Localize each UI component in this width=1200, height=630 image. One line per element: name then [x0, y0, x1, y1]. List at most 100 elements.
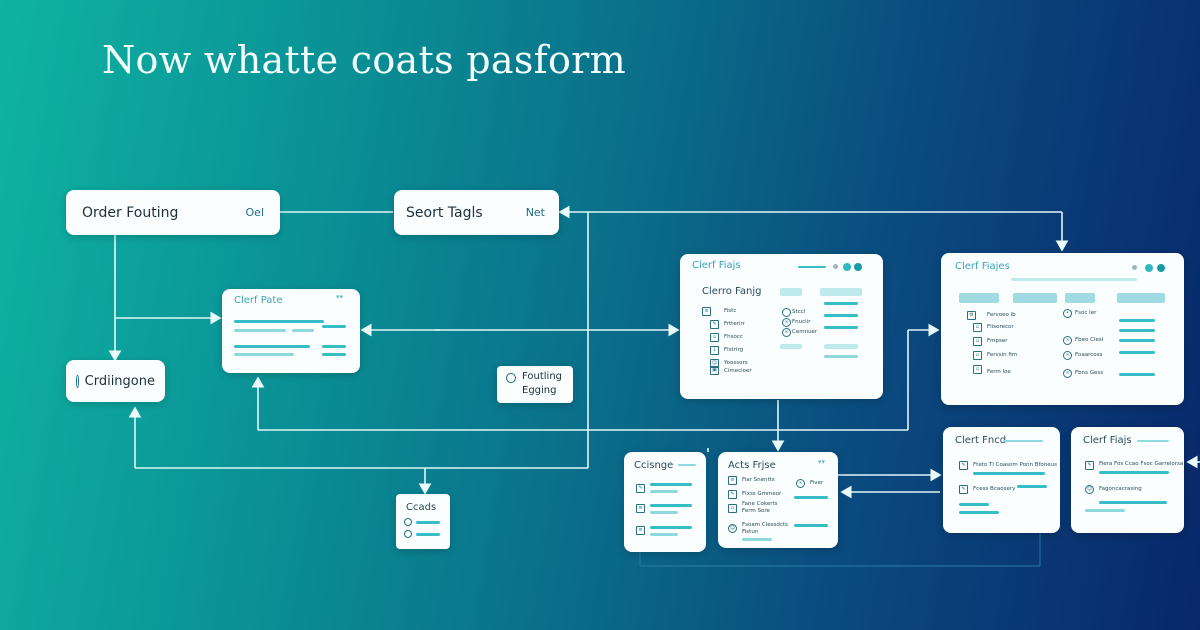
ants-row-label: Fiar Snentts [742, 477, 775, 483]
edit-icon: ✎ [1085, 461, 1094, 470]
pin-icon: • [1063, 309, 1072, 318]
order-routing-label: Order Fouting [82, 204, 179, 221]
status-dot [854, 263, 862, 271]
sort-tags-side-label: Net [525, 206, 545, 219]
large-row-label: Fervoeo ib [987, 312, 1016, 318]
content-line [650, 483, 692, 486]
chevron-down-icon: ▾▾ [818, 458, 826, 466]
content-line [650, 504, 692, 507]
large-row-right-label: Fbeo Clesi [1075, 337, 1104, 343]
client-page-large-node[interactable]: Clerf Fiajes ⚙ Fervoeo ib ▫ Flisorecor ▫… [941, 253, 1184, 405]
client-fiajs-node[interactable]: Clerf Fiajs ✎ Fiera Fos Ccao Fsoc Garrel… [1071, 427, 1184, 533]
sort-tags-node[interactable]: Seort Tagls Net [394, 190, 559, 235]
mid-row-label: Frtterirr [724, 321, 745, 327]
content-line [234, 320, 324, 323]
content-line [650, 533, 678, 536]
sort-tags-label: Seort Tagls [406, 204, 483, 221]
doc-icon: ▫ [973, 351, 982, 360]
order-routing-node[interactable]: Order Fouting Oel [66, 190, 280, 235]
user-icon: ☺ [1085, 485, 1094, 494]
routing-engine-node[interactable]: Foutling Egging [497, 366, 573, 403]
content-line [650, 526, 692, 529]
mid-row-right-label: Cemnuer [792, 329, 818, 335]
content-line [959, 503, 989, 506]
link-icon: ∞ [782, 328, 791, 337]
list-icon: ≡ [728, 476, 737, 485]
settings-icon: ⚙ [967, 311, 976, 320]
client-fund-row: Fteto Tl Coasom Ponn Bfoneus [973, 462, 1058, 468]
client-fund-node[interactable]: Clert Fncd ✎ Fteto Tl Coasom Ponn Bfoneu… [943, 427, 1060, 533]
content-line [1099, 471, 1169, 474]
content-line [1099, 501, 1167, 504]
cards-node[interactable]: Ccads [396, 494, 450, 549]
content-line [416, 533, 440, 536]
ants-row-label: Fsoam Clessdcts [742, 522, 788, 528]
link-icon: ∞ [1063, 369, 1072, 378]
client-page-mid-section: Clerro Fanjg [702, 286, 762, 297]
content-line [1119, 351, 1155, 354]
content-line [234, 353, 294, 356]
crdering-node[interactable]: Crdiingone [66, 360, 165, 402]
chevron-down-icon: ▾▾ [336, 293, 344, 301]
order-routing-side-label: Oel [245, 206, 264, 219]
clock-icon [506, 373, 516, 383]
column-header [959, 293, 999, 303]
large-row-right-label: Fsoc ler [1075, 310, 1097, 316]
routing-engine-line1: Foutling [522, 371, 563, 382]
mid-row-label: Fhsocc [724, 334, 743, 340]
ants-row-label: Fane Cokerts [742, 501, 778, 507]
circle-icon [404, 530, 412, 538]
link-icon: ∞ [1063, 351, 1072, 360]
content-line [824, 355, 858, 358]
ants-row-label: Flxss Gmmeor [742, 491, 782, 497]
link-icon: ∞ [1063, 336, 1072, 345]
ants-side-label: Fiver [810, 480, 824, 486]
client-page-small-node[interactable]: Clerf Pate ▾▾ [222, 289, 360, 373]
client-page-mid-node[interactable]: Clerf Fiajs Clerro Fanjg ≡ Fistc ✎ Frtte… [680, 254, 883, 399]
content-line [824, 314, 858, 317]
cards-label: Ccads [406, 502, 437, 513]
download-icon: ↓ [710, 346, 719, 355]
doc-icon: ▫ [973, 337, 982, 346]
mid-row-right-label: Fnuciir [792, 319, 811, 325]
large-row-label: Fervsin fim [987, 352, 1018, 358]
list-icon: ≡ [636, 526, 645, 535]
content-line [292, 329, 314, 332]
large-row-right-label: Foaarcoss [1075, 352, 1103, 358]
header-line [678, 464, 696, 466]
doc-icon: ▫ [973, 365, 982, 374]
column-header [1065, 293, 1095, 303]
edit-icon: ✎ [636, 484, 645, 493]
mid-row-label: Flstrirg [724, 347, 744, 353]
client-fund-row: Fcess Bcaosery [973, 486, 1016, 492]
link-icon: ∞ [782, 318, 791, 327]
content-line [1017, 485, 1047, 488]
coverage-node[interactable]: Ccisnge ✎ ≡ ≡ [624, 452, 706, 552]
ants-row-label: Fistun [742, 529, 759, 535]
edit-icon: ✎ [959, 485, 968, 494]
edit-icon: ✎ [959, 461, 968, 470]
large-row-label: Flisorecor [987, 324, 1014, 330]
status-dot [843, 263, 851, 271]
link-icon: ∞ [796, 479, 805, 488]
content-line [322, 325, 346, 328]
user-icon: ☺ [728, 524, 737, 533]
content-line [322, 353, 346, 356]
status-dot [1157, 264, 1165, 272]
content-line [824, 326, 858, 329]
client-page-small-title: Clerf Pate [234, 295, 283, 306]
ants-files-node[interactable]: Acts Frjse ▾▾ ≡ Fiar Snentts ✎ Flxss Gmm… [718, 452, 838, 548]
client-page-large-title: Clerf Fiajes [955, 261, 1010, 272]
mid-row-label: Yoossors [724, 360, 748, 366]
status-dot [1145, 264, 1153, 272]
mid-row-right-label: Stccl [792, 309, 806, 315]
content-line [1119, 319, 1155, 322]
content-line [824, 302, 858, 305]
edit-icon: ✎ [710, 320, 719, 329]
content-line [1085, 509, 1125, 512]
column-header [820, 288, 862, 296]
edit-icon: ✎ [728, 490, 737, 499]
content-line [1119, 373, 1155, 376]
column-header [780, 344, 802, 349]
